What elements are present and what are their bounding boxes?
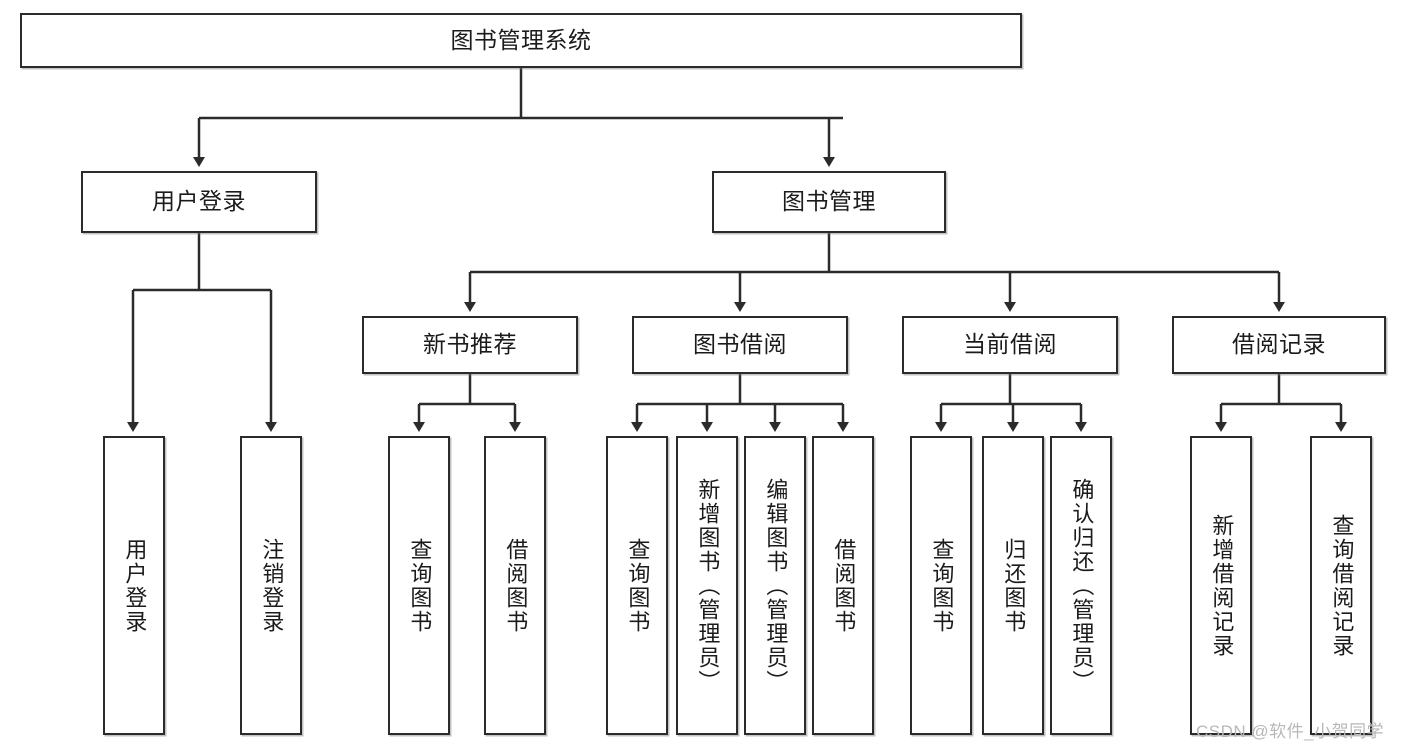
node-leaf-borrow-book-2-label: 借阅图书 bbox=[831, 537, 857, 634]
node-leaf-query-record-label: 查询借阅记录 bbox=[1329, 513, 1355, 658]
node-leaf-edit-book-label: 编辑图书（管理员） bbox=[763, 477, 789, 694]
node-leaf-add-book[interactable]: 新增图书（管理员） bbox=[676, 436, 738, 735]
node-leaf-user-logout[interactable]: 注销登录 bbox=[240, 436, 302, 735]
node-root[interactable]: 图书管理系统 bbox=[20, 13, 1022, 68]
node-book-manage[interactable]: 图书管理 bbox=[712, 171, 946, 233]
node-leaf-query-book-3-label: 查询图书 bbox=[929, 537, 955, 634]
node-leaf-add-book-label: 新增图书（管理员） bbox=[695, 477, 721, 694]
node-user-login-label: 用户登录 bbox=[152, 188, 246, 215]
node-current-borrow[interactable]: 当前借阅 bbox=[902, 316, 1118, 374]
node-leaf-add-record[interactable]: 新增借阅记录 bbox=[1190, 436, 1252, 735]
node-leaf-add-record-label: 新增借阅记录 bbox=[1209, 513, 1235, 658]
node-root-label: 图书管理系统 bbox=[450, 26, 592, 53]
node-new-book-recommend[interactable]: 新书推荐 bbox=[362, 316, 578, 374]
node-borrow-record[interactable]: 借阅记录 bbox=[1172, 316, 1386, 374]
node-book-manage-label: 图书管理 bbox=[782, 188, 876, 215]
node-leaf-user-login-label: 用户登录 bbox=[122, 537, 148, 634]
node-borrow-record-label: 借阅记录 bbox=[1232, 331, 1326, 358]
node-book-borrow-label: 图书借阅 bbox=[693, 331, 787, 358]
node-leaf-query-book-3[interactable]: 查询图书 bbox=[910, 436, 972, 735]
node-leaf-return-book-label: 归还图书 bbox=[1001, 537, 1027, 634]
node-leaf-confirm-return[interactable]: 确认归还（管理员） bbox=[1050, 436, 1112, 735]
csdn-watermark: CSDN @软件_小贺同学 bbox=[1196, 722, 1385, 741]
node-leaf-query-book-2-label: 查询图书 bbox=[625, 537, 651, 634]
node-leaf-query-record[interactable]: 查询借阅记录 bbox=[1310, 436, 1372, 735]
node-leaf-borrow-book-2[interactable]: 借阅图书 bbox=[812, 436, 874, 735]
node-user-login[interactable]: 用户登录 bbox=[81, 171, 317, 233]
node-book-borrow[interactable]: 图书借阅 bbox=[632, 316, 848, 374]
node-leaf-edit-book[interactable]: 编辑图书（管理员） bbox=[744, 436, 806, 735]
node-leaf-borrow-book-1-label: 借阅图书 bbox=[503, 537, 529, 634]
node-leaf-query-book-2[interactable]: 查询图书 bbox=[606, 436, 668, 735]
node-leaf-user-login[interactable]: 用户登录 bbox=[103, 436, 165, 735]
node-leaf-query-book-1[interactable]: 查询图书 bbox=[388, 436, 450, 735]
node-leaf-query-book-1-label: 查询图书 bbox=[407, 537, 433, 634]
node-leaf-confirm-return-label: 确认归还（管理员） bbox=[1069, 477, 1095, 694]
node-new-book-recommend-label: 新书推荐 bbox=[423, 331, 517, 358]
node-current-borrow-label: 当前借阅 bbox=[963, 331, 1057, 358]
node-leaf-borrow-book-1[interactable]: 借阅图书 bbox=[484, 436, 546, 735]
node-leaf-user-logout-label: 注销登录 bbox=[259, 537, 285, 634]
node-leaf-return-book[interactable]: 归还图书 bbox=[982, 436, 1044, 735]
